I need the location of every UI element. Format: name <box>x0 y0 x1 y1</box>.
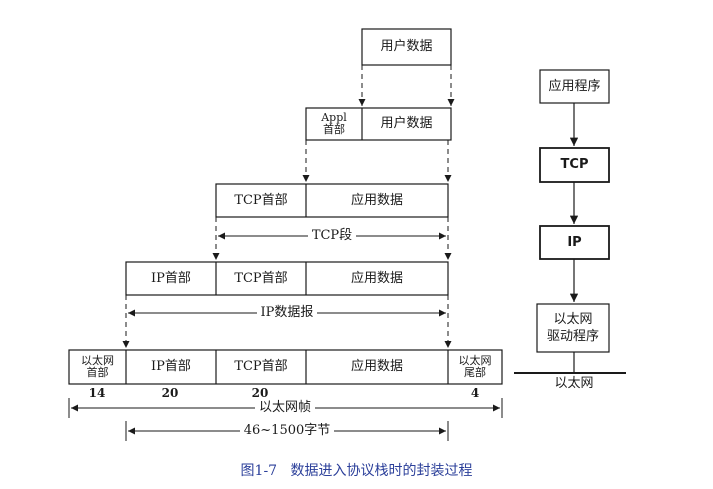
eth-header-line1: 以太网 <box>81 354 114 367</box>
size-ip-header: 20 <box>161 386 179 400</box>
stack-ip-label: IP <box>567 234 582 250</box>
eth-frame-box <box>68 349 503 385</box>
tcp-segment-text: TCP段 <box>307 229 357 243</box>
appl-layer-box <box>305 107 452 141</box>
tcp-layer-box <box>215 183 449 218</box>
stack-tcp-label: TCP <box>560 157 589 172</box>
size-eth-header: 14 <box>88 386 106 400</box>
stack-driver-line1: 以太网 <box>553 312 593 327</box>
stack-driver-box <box>536 303 610 353</box>
ip-tcp-header-label: TCP首部 <box>234 270 288 286</box>
eth-header-line2: 首部 <box>86 366 109 379</box>
appl-user-data-label: 用户数据 <box>380 116 433 131</box>
eth-header-label: 以太网 首部 <box>69 350 126 384</box>
appl-header-label: Appl 首部 <box>306 108 362 140</box>
user-data-box <box>361 28 452 66</box>
ip-app-data-label: 应用数据 <box>350 270 403 286</box>
eth-trailer-line1: 以太网 <box>458 354 492 367</box>
tcp-header-label: TCP首部 <box>234 192 288 208</box>
eth-frame-label: 以太网帧 <box>230 400 340 416</box>
eth-trailer-label: 以太网 尾部 <box>448 350 502 384</box>
stack-network-label: 以太网 <box>554 376 594 391</box>
appl-header-line1: Appl <box>321 111 347 124</box>
stack-driver-line2: 驱动程序 <box>546 329 599 344</box>
appl-header-line2: 首部 <box>323 123 345 136</box>
payload-size-label: 46~1500字节 <box>227 423 347 439</box>
ip-header-label: IP首部 <box>151 270 191 286</box>
figure-caption: 图1-7 数据进入协议栈时的封装过程 <box>240 463 473 479</box>
user-data-label: 用户数据 <box>380 39 433 54</box>
tcp-app-data-label: 应用数据 <box>350 192 403 208</box>
eth-app-data-label: 应用数据 <box>350 359 403 374</box>
ip-datagram-label: IP数据报 <box>237 305 337 321</box>
size-trailer: 4 <box>470 386 480 400</box>
size-tcp-header: 20 <box>251 386 269 400</box>
payload-size-text: 46~1500字节 <box>239 424 335 438</box>
tcp-segment-label: TCP段 <box>282 228 382 244</box>
eth-trailer-line2: 尾部 <box>464 366 486 379</box>
eth-frame-text: 以太网帧 <box>254 401 315 415</box>
eth-ip-header-label: IP首部 <box>151 359 191 374</box>
stack-application-label: 应用程序 <box>548 78 601 94</box>
eth-tcp-header-label: TCP首部 <box>234 359 288 374</box>
ip-datagram-text: IP数据报 <box>256 306 318 320</box>
stack-driver-label: 以太网 驱动程序 <box>537 304 609 352</box>
ip-layer-box <box>125 261 449 296</box>
